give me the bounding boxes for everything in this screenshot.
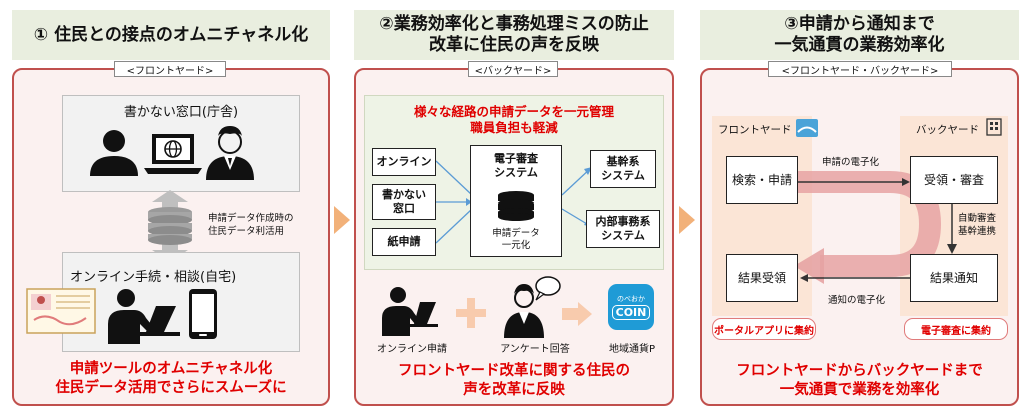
- system-area-title: 様々な経路の申請データを一元管理 職員負担も軽減: [364, 104, 664, 136]
- flow-arrows: [798, 178, 910, 282]
- chevron-right-icon: [679, 206, 695, 234]
- down-arrow-icon: [947, 204, 957, 254]
- col1-footer-line2: 住民データ活用でさらにスムーズに: [55, 380, 287, 396]
- internal-system: 内部事務系 システム: [586, 210, 660, 248]
- col3-header-line2: 一気通貫の業務効率化: [774, 35, 945, 55]
- col3-header: ③申請から通知まで 一気通貫の業務効率化: [700, 10, 1019, 60]
- counter-box-title: 書かない窓口(庁舎): [123, 105, 239, 120]
- col3-tag-text: <フロントヤード・バックヤード>: [781, 65, 939, 77]
- online-apply-person-icon: [382, 287, 438, 336]
- backyard-label: バックヤード: [916, 124, 979, 136]
- col2-footer: フロントヤード改革に関する住民の 声を改革に反映: [354, 362, 674, 400]
- col2-header-line2: 改革に住民の声を反映: [429, 35, 599, 55]
- input-online: オンライン: [372, 148, 436, 176]
- input-paper: 紙申請: [372, 228, 436, 256]
- result-notify-box: 結果通知: [910, 254, 998, 302]
- coin-text-main: COIN: [611, 304, 651, 320]
- input-online-label: オンライン: [376, 155, 432, 168]
- core-system-line1: 基幹系: [606, 155, 640, 168]
- online-box-title: オンライン手続・相談(自宅): [70, 270, 237, 285]
- label-survey: アンケート回答: [500, 344, 570, 355]
- auto-review-label: 自動審査 基幹連携: [958, 212, 996, 238]
- person-at-laptop-icon: [108, 289, 180, 344]
- col3-tag: <フロントヤード・バックヤード>: [768, 61, 952, 77]
- e-review-title-line1: 電子審査: [494, 152, 538, 165]
- search-apply-label: 検索・申請: [731, 173, 792, 187]
- col2-header-line1: ②業務効率化と事務処理ミスの防止: [379, 14, 649, 34]
- data-note-line2: 住民データ利活用: [208, 226, 285, 237]
- label-online-apply: オンライン申請: [377, 344, 447, 355]
- col2-footer-line2: 声を改革に反映: [463, 382, 565, 398]
- e-review-sub-line2: 一元化: [501, 240, 531, 251]
- col2-footer-line1: フロントヤード改革に関する住民の: [398, 363, 630, 379]
- col1-header: ① 住民との接点のオムニチャネル化: [12, 10, 330, 60]
- auto-review-line1: 自動審査: [958, 213, 997, 224]
- search-apply-box: 検索・申請: [726, 156, 798, 204]
- data-note: 申請データ作成時の 住民データ利活用: [208, 212, 318, 238]
- arrow-top-label: 申請の電子化: [822, 157, 880, 168]
- receive-review-box: 受領・審査: [910, 156, 998, 204]
- input-counter-label: 書かない 窓口: [382, 188, 426, 215]
- plus-icon: [456, 298, 486, 328]
- system-red-line2: 職員負担も軽減: [470, 120, 558, 135]
- portal-app-badge-text: ポータルアプリに集約: [714, 325, 814, 337]
- col3-footer: フロントヤードからバックヤードまで 一気通貫で業務を効率化: [700, 362, 1019, 400]
- application-form-icon: [26, 288, 96, 334]
- receive-review-label: 受領・審査: [923, 173, 984, 187]
- col1-tag: <フロントヤード>: [114, 61, 226, 77]
- result-receive-label: 結果受領: [737, 271, 786, 285]
- col1-tag-text: <フロントヤード>: [126, 65, 214, 77]
- result-receive-box: 結果受領: [726, 254, 798, 302]
- col2-tag: <バックヤード>: [468, 61, 558, 77]
- auto-review-line2: 基幹連携: [958, 226, 997, 237]
- arrow-bottom-label: 通知の電子化: [828, 295, 886, 306]
- smartphone-icon: [189, 289, 217, 339]
- e-review-badge-text: 電子審査に集約: [921, 325, 991, 337]
- result-notify-label: 結果通知: [929, 271, 978, 285]
- e-review-sub-line1: 申請データ: [492, 228, 540, 239]
- coin-text-top: のべおか: [617, 294, 645, 303]
- label-coin: 地域通貨P: [608, 344, 656, 355]
- col1-header-text: ① 住民との接点のオムニチャネル化: [33, 24, 309, 45]
- col1-footer: 申請ツールのオムニチャネル化 住民データ活用でさらにスムーズに: [12, 360, 330, 398]
- e-review-title-line2: システム: [494, 166, 538, 179]
- resident-icon: [90, 130, 138, 176]
- arrow-right-icon: [562, 302, 592, 326]
- portal-app-icon: [796, 119, 818, 137]
- col3-footer-line2: 一気通貫で業務を効率化: [779, 382, 940, 398]
- input-counter: 書かない 窓口: [372, 184, 436, 220]
- e-review-badge: 電子審査に集約: [904, 318, 1008, 340]
- col1-footer-line1: 申請ツールのオムニチャネル化: [69, 361, 273, 377]
- chevron-right-icon: [334, 206, 350, 234]
- core-system: 基幹系 システム: [590, 150, 656, 188]
- col2-header: ②業務効率化と事務処理ミスの防止 改革に住民の声を反映: [354, 10, 674, 60]
- col2-tag-text: <バックヤード>: [474, 65, 552, 77]
- data-note-line1: 申請データ作成時の: [208, 213, 294, 224]
- internal-system-line2: システム: [601, 229, 645, 242]
- laptop-globe-icon: [144, 134, 202, 174]
- col3-header-line1: ③申請から通知まで: [784, 14, 935, 34]
- coin-app-icon: のべおか COIN: [608, 284, 654, 330]
- core-system-line2: システム: [601, 169, 645, 182]
- frontyard-label: フロントヤード: [718, 124, 792, 136]
- system-red-line1: 様々な経路の申請データを一元管理: [413, 104, 614, 119]
- survey-staff-icon: [504, 276, 561, 338]
- internal-system-line1: 内部事務系: [595, 215, 651, 228]
- e-review-sub: 申請データ 一元化: [470, 228, 562, 252]
- input-paper-label: 紙申請: [387, 235, 421, 248]
- database-icon: [498, 191, 534, 221]
- staff-icon: [206, 126, 254, 180]
- col3-footer-line1: フロントヤードからバックヤードまで: [736, 363, 983, 379]
- building-icon: [986, 118, 1002, 136]
- online-box: [62, 252, 300, 352]
- portal-app-badge: ポータルアプリに集約: [712, 318, 816, 340]
